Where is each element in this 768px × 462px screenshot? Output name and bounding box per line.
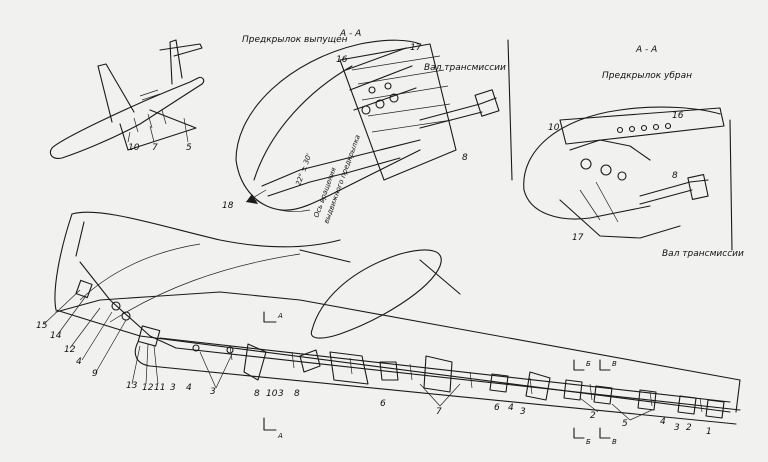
wing-callout-2a: 2 xyxy=(590,411,596,421)
wing-callout-8a: 8 xyxy=(254,389,260,399)
wing-callout-4d: 4 xyxy=(660,417,666,427)
section-mark-b-bottom: Б xyxy=(586,438,591,446)
wing-callout-4a: 4 xyxy=(76,357,82,367)
wing-callout-8b: 8 xyxy=(294,389,300,399)
aircraft-callout-7: 7 xyxy=(152,143,158,153)
transmission-label-top: Вал трансмиссии xyxy=(424,63,506,73)
section-mark-b-top: Б xyxy=(586,360,591,368)
wing-callout-10: 10 xyxy=(266,389,278,399)
wing-callout-12b: 12 xyxy=(142,383,154,393)
wing-callout-9: 9 xyxy=(92,369,98,379)
extended-callout-16: 16 xyxy=(336,55,348,65)
extended-callout-17: 17 xyxy=(410,43,422,53)
extended-callout-8: 8 xyxy=(462,153,468,163)
wing-callout-1: 1 xyxy=(706,427,712,437)
wing-callout-5: 5 xyxy=(622,419,628,429)
retracted-callout-8: 8 xyxy=(672,171,678,181)
transmission-label-right: Вал трансмиссии xyxy=(662,249,744,259)
wing-callout-3e: 3 xyxy=(674,423,680,433)
slat-retracted-section xyxy=(523,106,733,251)
leader-lines xyxy=(43,289,653,421)
wing-callout-3d: 3 xyxy=(520,407,526,417)
aircraft-silhouette xyxy=(49,39,205,159)
slat-extended-section xyxy=(235,39,513,212)
wing-callout-6b: 6 xyxy=(494,403,500,413)
section-label-top: А - А xyxy=(339,29,361,39)
wing-callout-4b: 4 xyxy=(186,383,192,393)
wing-callout-2b: 2 xyxy=(686,423,692,433)
wing-callout-13: 13 xyxy=(126,381,138,391)
retracted-callout-10: 10 xyxy=(548,123,560,133)
caption-slat-extended: Предкрылок выпущен xyxy=(242,35,348,45)
wing-planform xyxy=(54,211,741,439)
wing-callout-3b: 3 xyxy=(210,387,216,397)
wing-callout-14: 14 xyxy=(50,331,62,341)
aircraft-callout-10: 10 xyxy=(128,143,140,153)
retracted-callout-17: 17 xyxy=(572,233,584,243)
section-label-right: А - А xyxy=(635,45,657,55)
extended-callout-18: 18 xyxy=(222,201,234,211)
section-mark-v-bottom: В xyxy=(612,438,617,446)
section-mark-a-bottom: А xyxy=(277,432,283,440)
wing-callout-4c: 4 xyxy=(508,403,514,413)
wing-callout-3a: 3 xyxy=(170,383,176,393)
caption-slat-retracted: Предкрылок убран xyxy=(602,71,692,81)
wing-callout-3c: 3 xyxy=(278,389,284,399)
section-mark-a-top: А xyxy=(277,312,283,320)
wing-callout-7: 7 xyxy=(436,407,442,417)
wing-callout-6a: 6 xyxy=(380,399,386,409)
wing-callout-12a: 12 xyxy=(64,345,76,355)
retracted-callout-16: 16 xyxy=(672,111,684,121)
aircraft-callout-5: 5 xyxy=(186,143,192,153)
wing-callout-15: 15 xyxy=(36,321,48,331)
wing-callout-11: 11 xyxy=(154,383,165,393)
section-mark-v-top: В xyxy=(612,360,617,368)
